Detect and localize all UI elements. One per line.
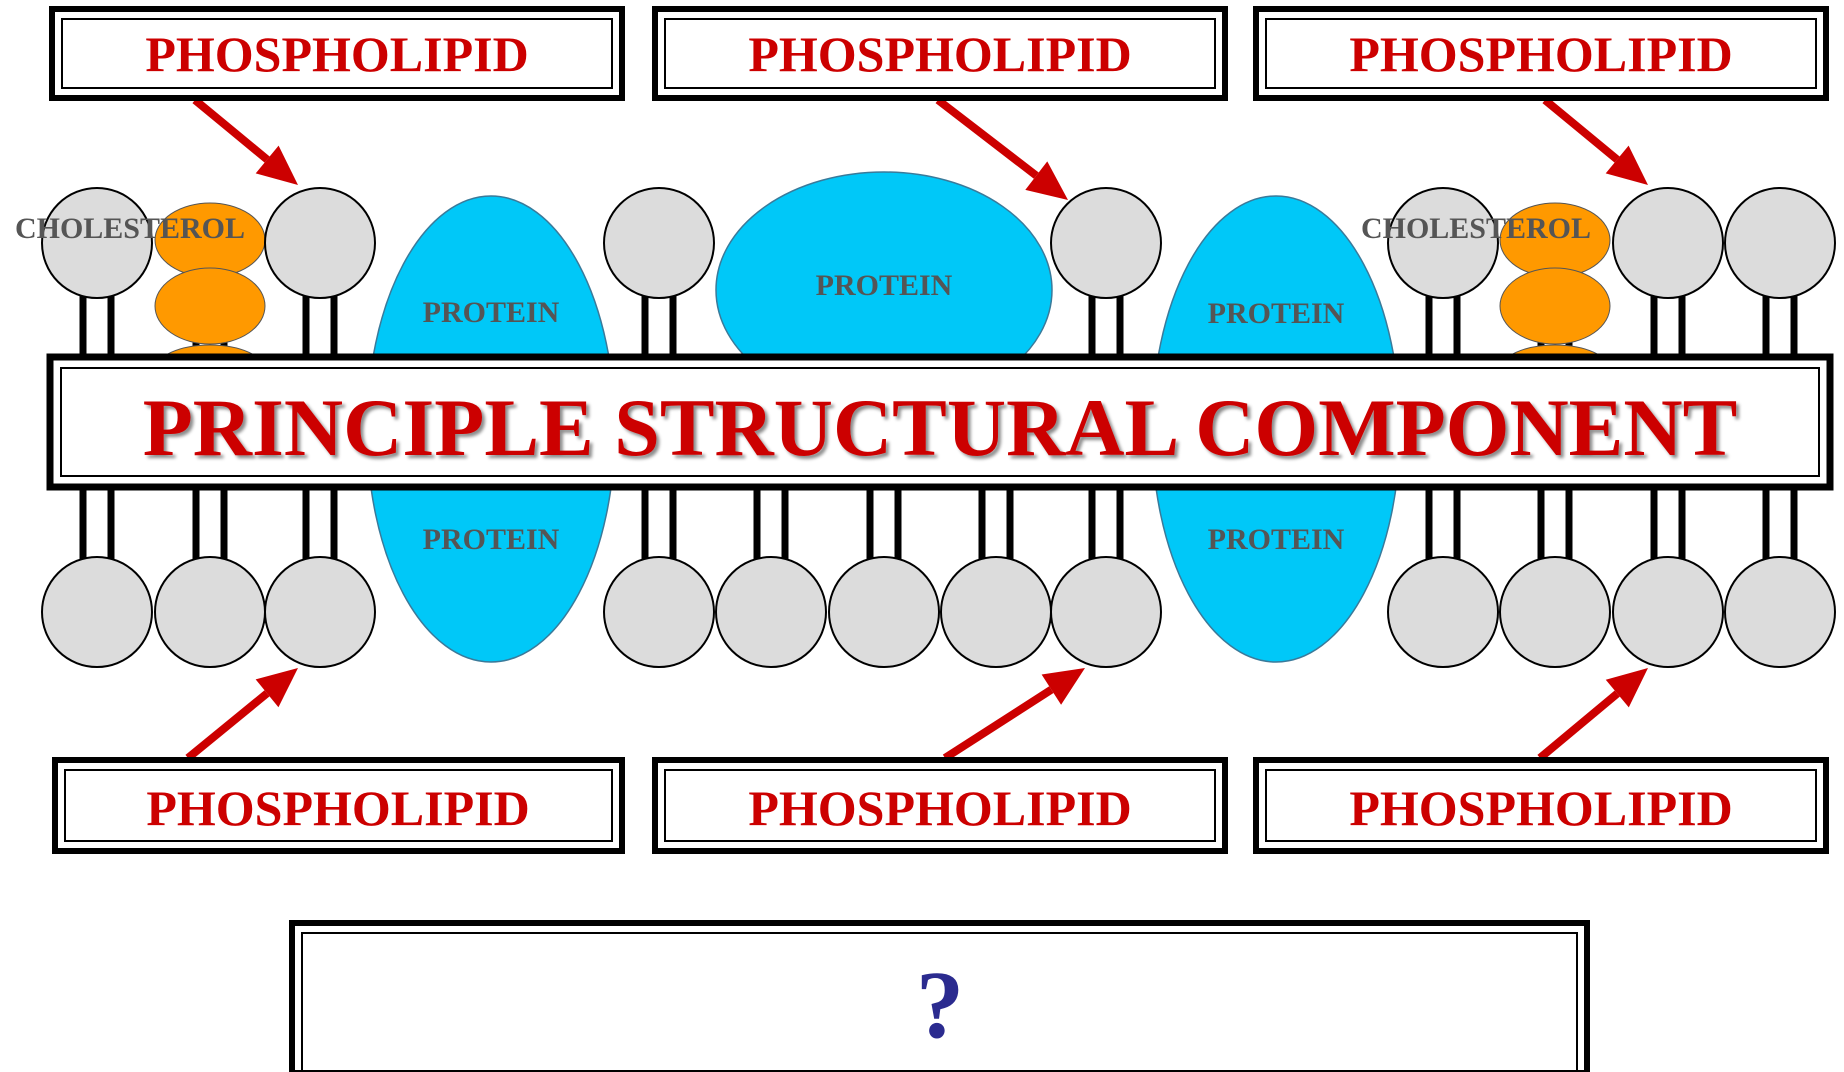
phospholipid-head — [1050, 556, 1162, 668]
protein-label-left-bottom: PROTEIN — [423, 523, 560, 556]
phospholipid-head — [1612, 187, 1724, 299]
question-box: ? — [289, 920, 1590, 1072]
phospholipid-head — [41, 556, 153, 668]
phospholipid-label: PHOSPHOLIPID — [748, 780, 1131, 836]
phospholipid-head — [1724, 187, 1836, 299]
phospholipid-label: PHOSPHOLIPID — [146, 780, 529, 836]
phospholipid-tails — [79, 293, 1798, 562]
phospholipid-label: PHOSPHOLIPID — [145, 26, 528, 82]
protein-label-right-bottom: PROTEIN — [1208, 523, 1345, 556]
phospholipid-head — [1612, 556, 1724, 668]
phospholipid-head — [154, 556, 266, 668]
question-mark: ? — [916, 951, 964, 1058]
cholesterol-ring — [1499, 267, 1611, 345]
arrow-shaft — [1542, 96, 1620, 163]
phospholipid-box-top-right: PHOSPHOLIPID — [1253, 6, 1829, 101]
phospholipid-head — [940, 556, 1052, 668]
phospholipid-head — [41, 187, 153, 299]
phospholipid-head — [603, 556, 715, 668]
pointer-arrows — [185, 96, 1648, 762]
principle-label: PRINCIPLE STRUCTURAL COMPONENT — [143, 382, 1738, 473]
phospholipid-label: PHOSPHOLIPID — [1349, 26, 1732, 82]
phospholipid-box-top-left: PHOSPHOLIPID — [49, 6, 625, 101]
protein-label-left-top: PROTEIN — [423, 296, 560, 329]
phospholipid-head — [1387, 187, 1499, 299]
phospholipid-head — [264, 187, 376, 299]
arrow-shaft — [185, 690, 270, 762]
phospholipid-head — [264, 556, 376, 668]
phospholipid-head — [828, 556, 940, 668]
arrow-head — [1025, 161, 1068, 200]
protein-label-right-top: PROTEIN — [1208, 297, 1345, 330]
arrow-shaft — [1537, 690, 1620, 762]
principle-banner: PRINCIPLE STRUCTURAL COMPONENT — [46, 353, 1834, 491]
arrow-head — [1605, 668, 1648, 708]
phospholipid-box-bottom-center: PHOSPHOLIPID — [652, 757, 1228, 854]
arrow-head — [255, 668, 298, 708]
phospholipid-label: PHOSPHOLIPID — [1349, 780, 1732, 836]
arrow-shaft — [935, 96, 1039, 179]
phospholipid-heads — [41, 187, 1836, 668]
phospholipid-label: PHOSPHOLIPID — [748, 26, 1131, 82]
phospholipid-head — [1499, 556, 1611, 668]
arrow-head — [1041, 668, 1085, 705]
arrow-shaft — [942, 686, 1054, 762]
phospholipid-head — [715, 556, 827, 668]
phospholipid-head — [1050, 187, 1162, 299]
phospholipid-head — [1724, 556, 1836, 668]
arrow-shaft — [192, 96, 270, 163]
cholesterol-label-right: CHOLESTEROL — [1361, 212, 1591, 245]
phospholipid-head — [1387, 556, 1499, 668]
phospholipid-head — [603, 187, 715, 299]
phospholipid-box-top-center: PHOSPHOLIPID — [652, 6, 1228, 101]
arrow-head — [1605, 145, 1648, 185]
phospholipid-box-bottom-right: PHOSPHOLIPID — [1253, 757, 1829, 854]
cholesterol-ring — [154, 267, 266, 345]
phospholipid-box-bottom-left: PHOSPHOLIPID — [52, 757, 625, 854]
arrow-head — [255, 145, 298, 185]
cholesterol-label-left: CHOLESTEROL — [15, 212, 245, 245]
protein-label-center: PROTEIN — [816, 269, 953, 302]
